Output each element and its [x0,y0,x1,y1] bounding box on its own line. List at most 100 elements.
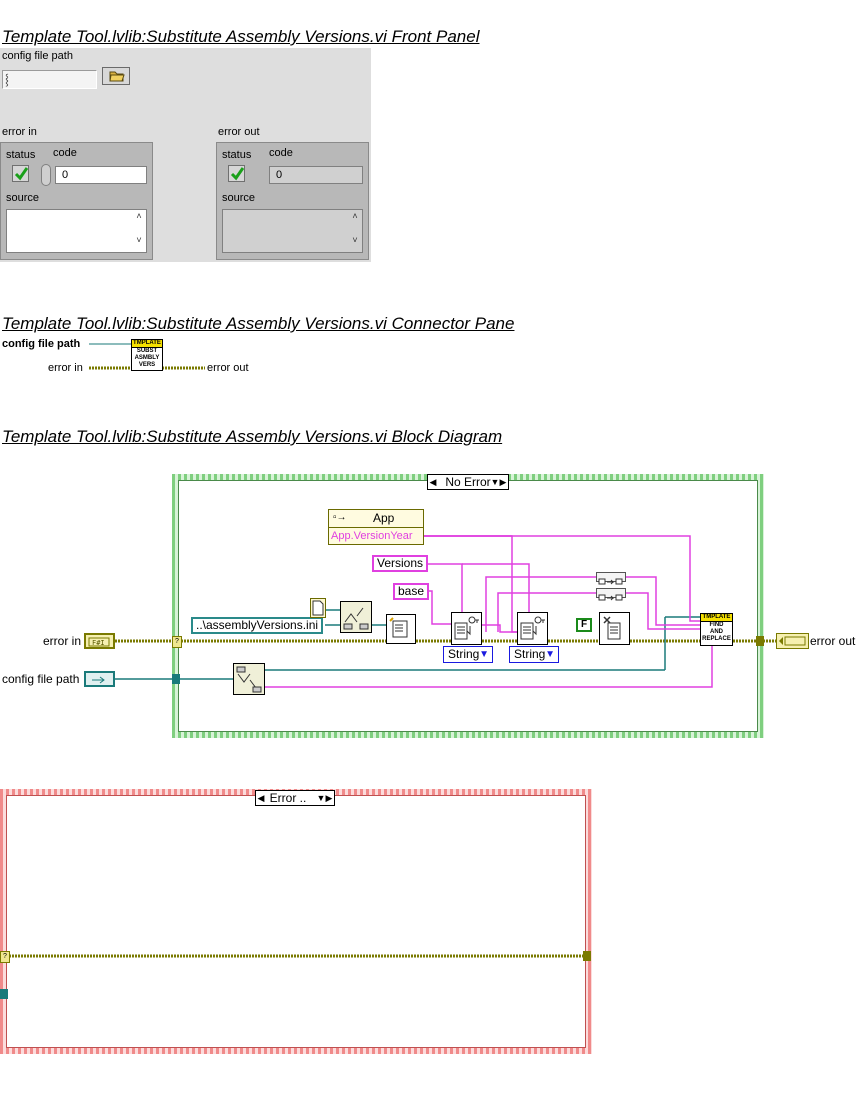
bd-config-file-path-label: config file path [2,672,80,686]
error-in-code-label: code [53,147,77,159]
browse-button[interactable] [102,67,130,85]
build-path-icon [343,607,369,630]
type-ring-2-label: String [514,647,546,661]
error-out-terminal[interactable] [776,633,809,649]
cluster-icon [779,636,806,646]
selector-next-icon[interactable]: ▶ [325,793,333,803]
app-property-node[interactable]: ▫→ App App.VersionYear [328,509,424,545]
config-file-icon [389,617,408,638]
vi-icon-text-2: ASMBLY [134,355,160,361]
error-case-path-tunnel [0,989,8,999]
bd-error-out-label: error out [810,634,856,648]
selector-prev-icon[interactable]: ◀ [429,477,437,487]
vi-icon-banner: TMPLATE [132,340,162,348]
error-in-code-field[interactable]: 0 [55,166,147,184]
selector-dropdown-icon[interactable]: ▼ [316,793,326,803]
build-path-node[interactable] [340,601,372,633]
bundle-icon [598,594,623,601]
cp-config-file-path-label: config file path [2,338,81,350]
subvi-text-1: FIND [709,622,724,628]
config-file-path-label: config file path [2,50,73,62]
path-icon: ⸾ [5,74,9,86]
current-vi-path-node[interactable] [310,598,326,618]
error-in-status-checkbox[interactable] [12,165,29,182]
read-key-icon [520,616,545,640]
selector-prev-icon[interactable]: ◀ [257,793,265,803]
error-out-code-label: code [269,147,293,159]
connector-pane-title: Template Tool.lvlib:Substitute Assembly … [2,314,515,333]
bd-error-in-label: error in [43,634,82,648]
config-file-path-input[interactable]: ⸾ [2,70,97,89]
error-out-source-label: source [222,192,256,204]
selector-label: Error .. [269,791,307,805]
type-ring-1[interactable]: String ▼ [443,646,493,663]
scrollbar[interactable]: ˄˅ [136,211,142,245]
case-structure-no-error[interactable] [172,474,764,738]
selector-dropdown-icon[interactable]: ▼ [490,477,500,487]
case-selector-no-error[interactable]: ◀ No Error ▼ ▶ [427,474,509,490]
selector-label: No Error [445,475,491,489]
dropdown-arrow-icon: ▼ [479,649,489,660]
dropdown-arrow-icon: ▼ [545,649,555,660]
open-config-data-node[interactable] [386,614,416,644]
error-out-label: error out [218,126,260,138]
error-in-source-label: source [6,192,40,204]
property-node-property: App.VersionYear [331,530,413,542]
find-and-replace-subvi[interactable]: TMPLATE FIND AND REPLACE [700,613,733,646]
error-in-label: error in [2,126,37,138]
subvi-banner: TMPLATE [701,614,732,622]
file-icon [312,600,324,616]
error-out-code-indicator: 0 [269,166,363,184]
cp-error-out-label: error out [207,362,249,374]
selector-next-icon[interactable]: ▶ [499,477,507,487]
cp-error-in-label: error in [48,362,83,374]
subvi-text-2: AND [710,629,723,635]
front-panel-title: Template Tool.lvlib:Substitute Assembly … [2,27,480,46]
vi-icon-text-1: SUBST [136,348,158,354]
reference-icon: ▫→ [333,512,347,523]
error-out-source-indicator: ˄˅ [222,209,363,253]
property-node-class: App [373,511,395,525]
vi-icon: TMPLATE SUBST ASMBLY VERS [131,339,163,371]
case-selector-error[interactable]: ◀ Error .. ▼ ▶ [255,790,335,806]
scrollbar[interactable]: ˄˅ [352,211,358,245]
ini-path-constant[interactable]: ..\assemblyVersions.ini [191,617,324,634]
path-tunnel-in [172,674,180,684]
strip-path-icon [236,666,262,693]
case-structure-error[interactable] [0,789,592,1054]
checkmark-icon [14,167,28,181]
close-config-icon [603,616,621,640]
subvi-text-3: REPLACE [702,636,731,642]
false-constant[interactable]: F [576,618,592,632]
error-tunnel-in: ? [172,636,182,648]
error-in-code-spinner[interactable] [41,164,51,186]
error-in-status-label: status [6,149,36,161]
error-tunnel-out [756,636,764,646]
folder-icon [109,71,125,82]
read-key-node-2[interactable] [517,612,548,645]
bundle-icon [598,578,623,585]
read-key-node-1[interactable] [451,612,482,645]
path-icon [92,676,105,684]
bundle-node-1[interactable] [596,572,626,585]
config-file-path-terminal[interactable] [84,671,115,687]
error-case-tunnel-in: ? [0,951,10,963]
svg-text:F#I: F#I [92,639,105,647]
type-ring-1-label: String [448,647,480,661]
error-case-tunnel-out [583,951,591,961]
read-key-icon [454,616,479,640]
error-out-status-indicator [228,165,245,182]
bundle-node-2[interactable] [596,588,626,601]
error-out-status-label: status [222,149,252,161]
checkmark-icon [230,167,244,181]
vi-icon-text-3: VERS [138,362,156,368]
versions-string-constant[interactable]: Versions [372,555,429,572]
strip-path-node[interactable] [233,663,265,695]
block-diagram-title: Template Tool.lvlib:Substitute Assembly … [2,427,503,446]
cluster-icon: F#I [88,637,110,647]
error-in-terminal[interactable]: F#I [84,633,115,649]
error-in-source-field[interactable]: ˄˅ [6,209,147,253]
type-ring-2[interactable]: String ▼ [509,646,559,663]
base-string-constant[interactable]: base [393,583,430,600]
close-config-data-node[interactable] [599,612,630,645]
